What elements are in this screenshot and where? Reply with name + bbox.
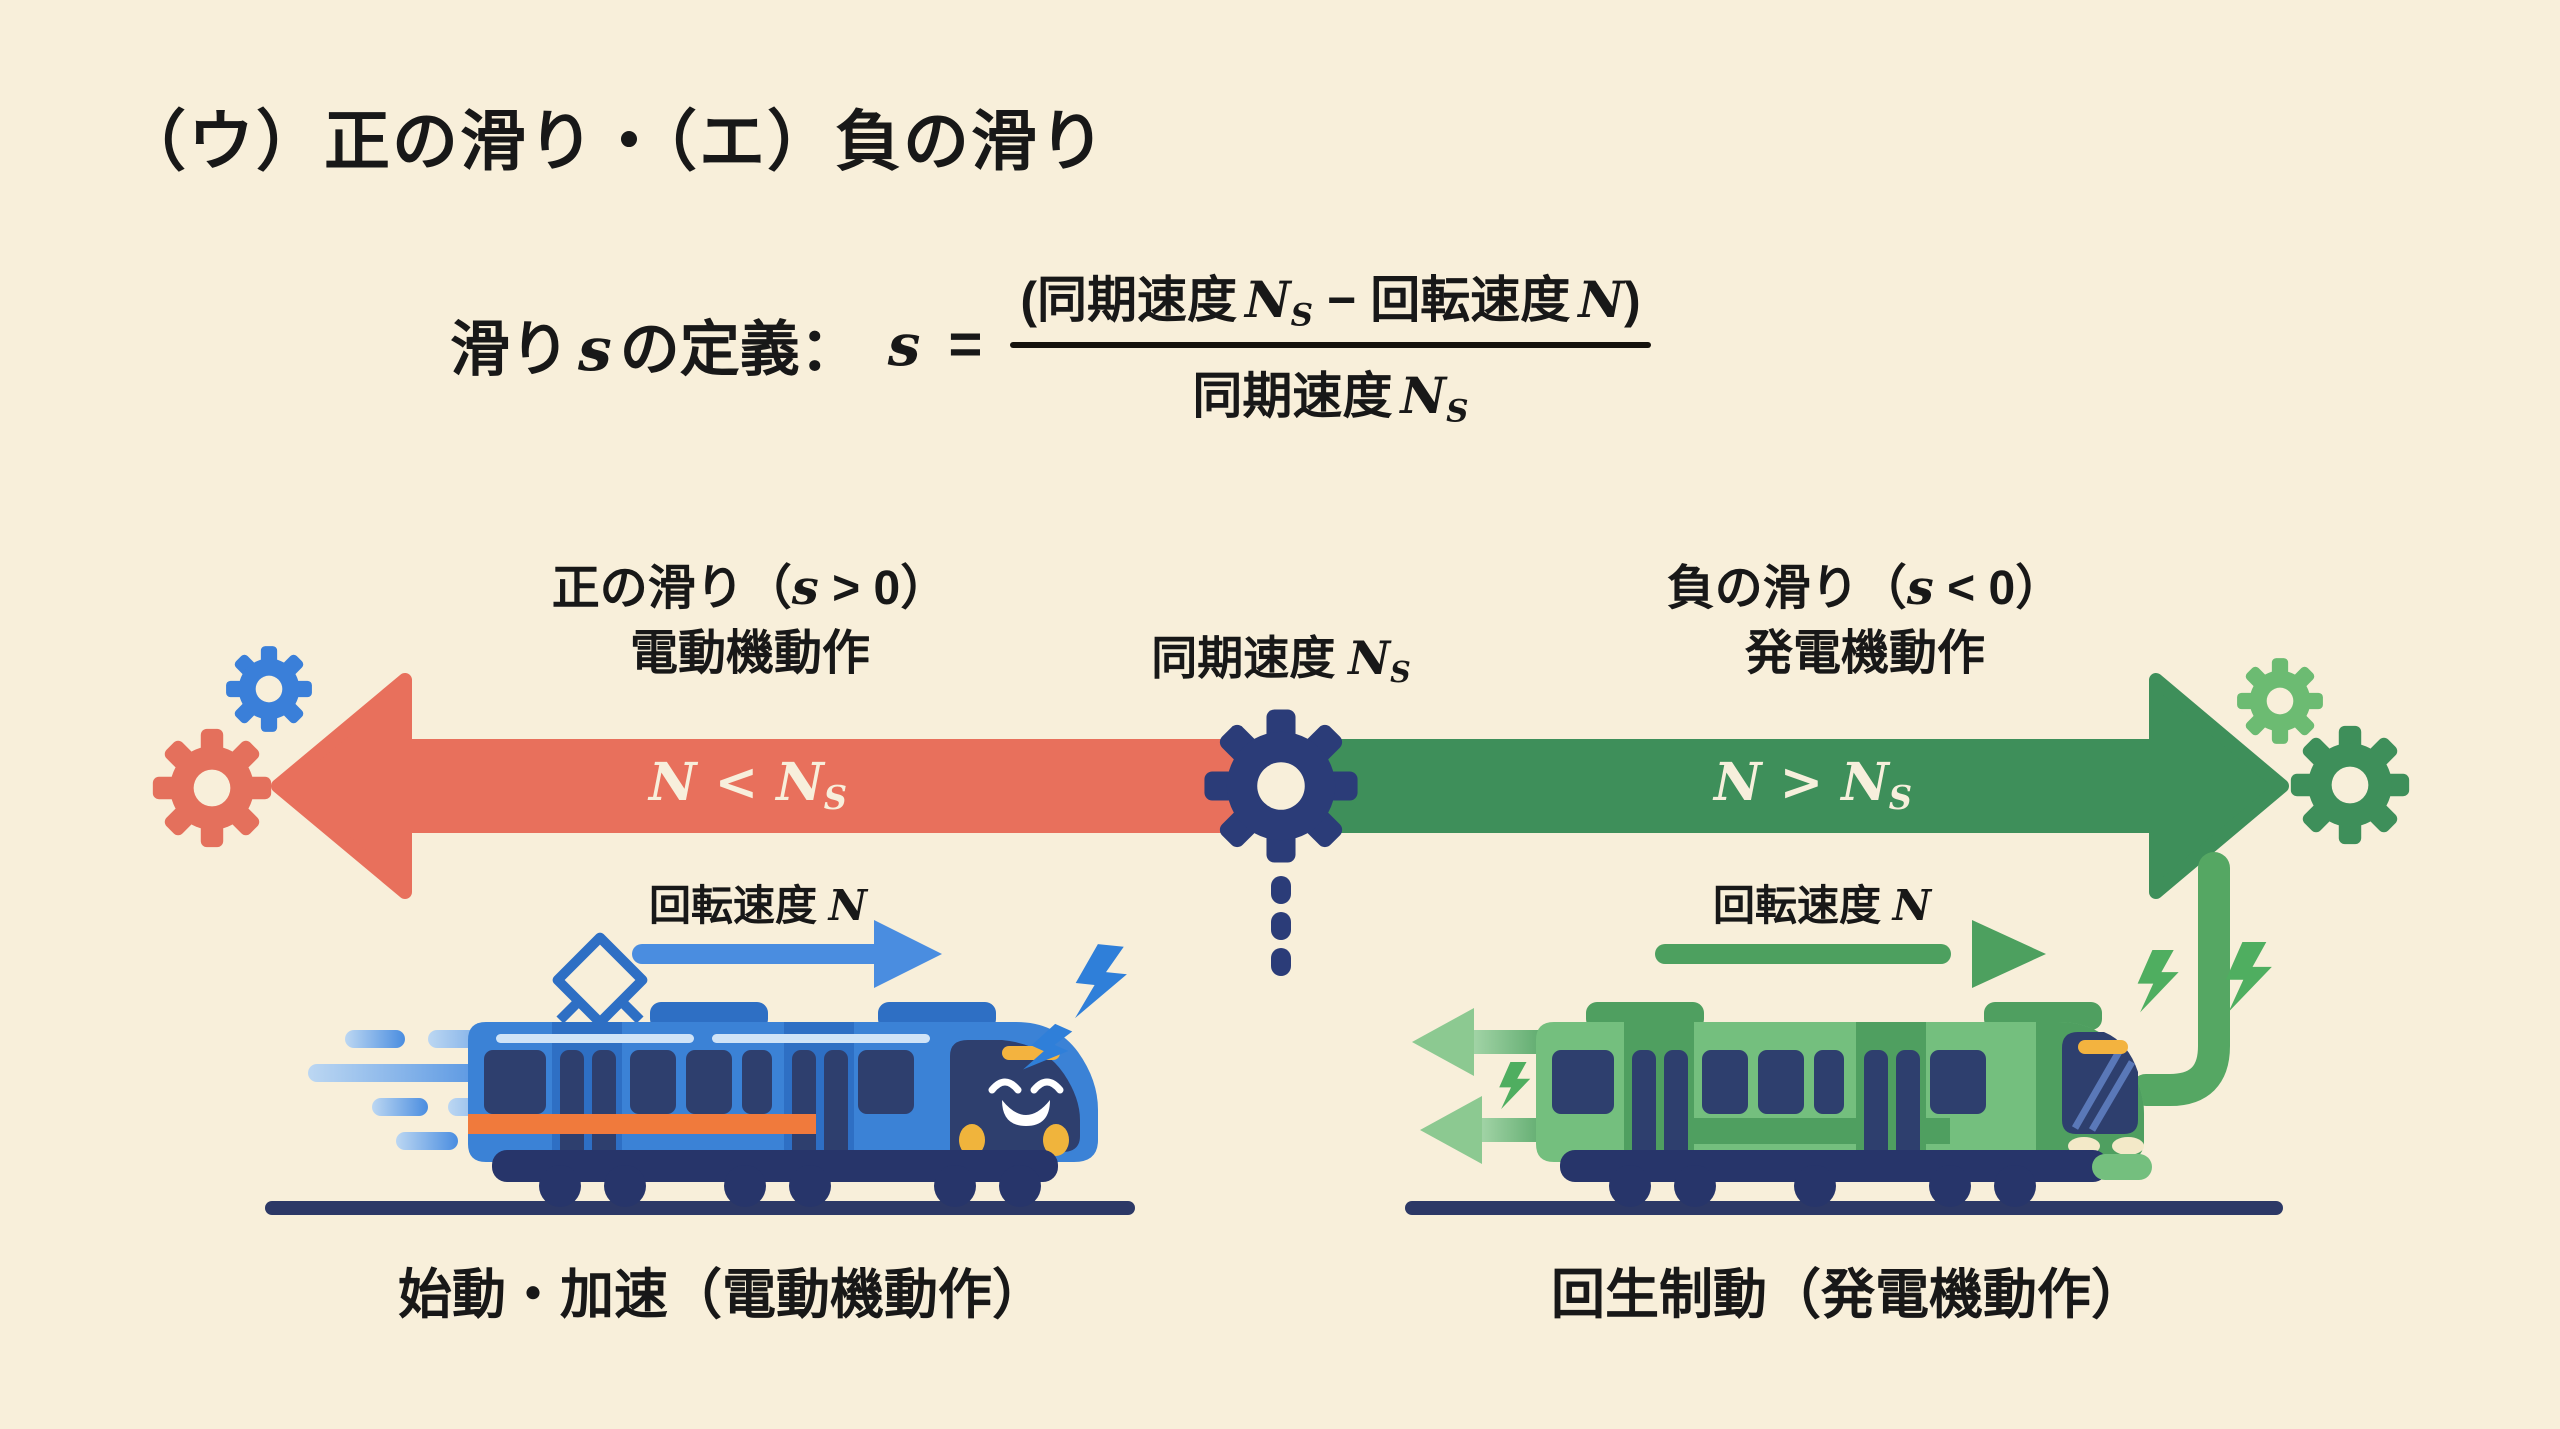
headlight xyxy=(1043,1124,1069,1156)
lightning-icon xyxy=(1072,942,1130,1024)
train-face-panel xyxy=(950,1040,1080,1152)
negative-slip-arrow xyxy=(1285,673,2289,899)
train-wheels xyxy=(1609,1165,2036,1207)
positive-slip-arrow xyxy=(271,673,1288,899)
green-bar-inequality: N > NS xyxy=(1713,752,1913,818)
train-wheels xyxy=(539,1165,1041,1207)
sync-dash-line xyxy=(1271,876,1291,976)
red-bar-inequality: N < NS xyxy=(648,752,848,818)
lightning-icon xyxy=(2225,942,2272,1012)
rotation-speed-label-left: 回転速度 N xyxy=(648,881,868,930)
headlight xyxy=(2112,1137,2144,1155)
smiley-face xyxy=(988,1078,1064,1126)
rotation-speed-arrow-left xyxy=(632,920,942,988)
rotation-speed-arrow-right xyxy=(1655,920,2046,988)
negative-slip-label: 負の滑り（s < 0） 発電機動作 xyxy=(1545,556,2185,687)
lightning-icon xyxy=(2137,950,2179,1013)
lightning-icon xyxy=(1499,1062,1531,1110)
headlight xyxy=(959,1124,985,1156)
negative-slip-line2: 発電機動作 xyxy=(1744,626,1985,680)
generator-caption: 回生制動（発電機動作） xyxy=(1551,1265,2145,1325)
formula-lhs-var: s xyxy=(887,310,921,379)
page-title: （ウ）正の滑り・（エ）負の滑り xyxy=(120,104,1107,178)
destination-sign xyxy=(2078,1040,2128,1054)
track-left xyxy=(265,1201,1135,1215)
rotation-speed-label-right: 回転速度 N xyxy=(1712,881,1932,930)
positive-slip-line2: 電動機動作 xyxy=(629,626,870,680)
left-blue-gear-icon xyxy=(226,646,312,732)
sync-speed-label: 同期速度 NS xyxy=(1151,631,1411,689)
train-stripe xyxy=(468,1114,816,1134)
track-right xyxy=(1405,1201,2283,1215)
motor-train xyxy=(468,932,1130,1207)
center-gear-icon xyxy=(1204,709,1358,863)
fraction-line xyxy=(1010,341,1651,348)
generator-train xyxy=(1412,942,2272,1207)
pantograph-icon xyxy=(552,932,648,1028)
motor-caption: 始動・加速（電動機動作） xyxy=(398,1265,1046,1325)
right-dark-gear-icon xyxy=(2290,725,2410,845)
train-windows xyxy=(1552,1050,1986,1162)
left-red-gear-icon xyxy=(152,728,272,848)
positive-slip-line1: 正の滑り（s > 0） xyxy=(551,560,949,616)
formula-equals: = xyxy=(948,312,983,378)
negative-slip-line1: 負の滑り（s < 0） xyxy=(1666,560,2064,616)
positive-slip-label: 正の滑り（s > 0） 電動機動作 xyxy=(430,556,1070,687)
regen-cable xyxy=(2130,852,2230,1106)
right-light-gear-icon xyxy=(2237,658,2323,744)
